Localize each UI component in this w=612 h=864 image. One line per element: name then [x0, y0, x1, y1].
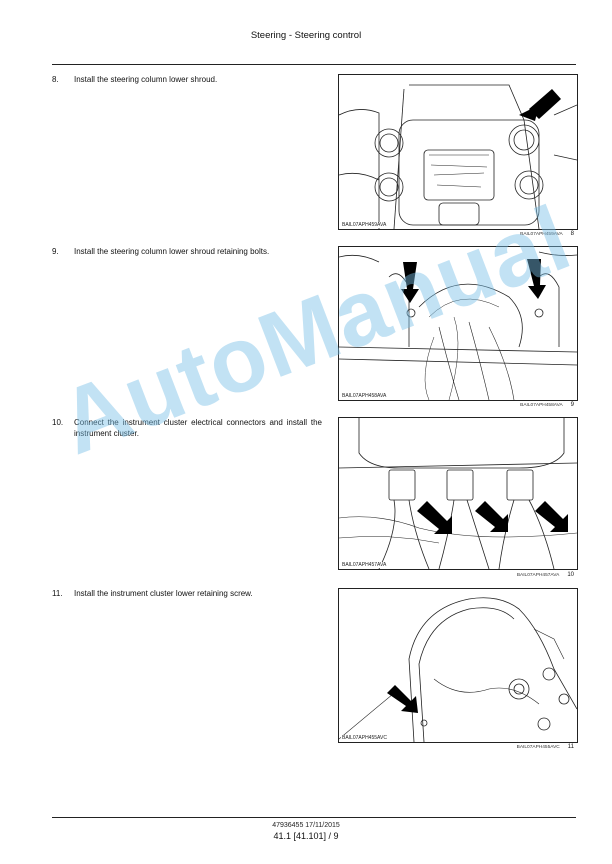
footer-rule — [52, 817, 576, 818]
figure-inner-code: BAIL07APH455AVC — [341, 735, 388, 741]
instrument-cluster-connectors-illustration — [339, 418, 577, 569]
figure-number: 10 — [567, 572, 574, 578]
step-text: Install the steering column lower shroud… — [74, 75, 218, 84]
figure-11-caption: BAIL07APH455AVC 11 — [517, 744, 574, 750]
figure-number: 9 — [570, 402, 574, 408]
figure-inner-code: BAIL07APH458AVA — [341, 393, 388, 399]
footer-page-number: 41.1 [41.101] / 9 — [273, 831, 339, 841]
figure-10: BAIL07APH457AVA — [338, 417, 578, 570]
step-number: 9. — [52, 247, 59, 256]
figure-8-caption: BAIL07APH459AVA 8 — [520, 231, 574, 237]
header-rule — [52, 64, 576, 65]
footer-doc-code: 47936455 17/11/2015 — [272, 822, 340, 829]
figure-inner-code: BAIL07APH457AVA — [341, 562, 388, 568]
step-text: Connect the instrument cluster electrica… — [74, 418, 322, 438]
step-text: Install the steering column lower shroud… — [74, 247, 270, 256]
figure-10-caption: BAIL07APH457AVA 10 — [517, 572, 574, 578]
step-11: 11. Install the instrument cluster lower… — [52, 588, 322, 599]
figure-code: BAIL07APH457AVA — [516, 573, 560, 578]
figure-code: BAIL07APH455AVC — [516, 745, 560, 750]
figure-number: 11 — [567, 744, 574, 750]
figure-11: BAIL07APH455AVC — [338, 588, 578, 743]
page-header-title: Steering - Steering control — [250, 30, 362, 41]
figure-number: 8 — [570, 231, 574, 237]
step-number: 10. — [52, 418, 64, 427]
steering-shroud-illustration — [339, 84, 577, 229]
step-number: 11. — [52, 589, 63, 598]
figure-9-caption: BAIL07APH458AVA 9 — [520, 402, 574, 408]
step-10: 10. Connect the instrument cluster elect… — [52, 417, 322, 439]
figure-inner-code: BAIL07APH459AVA — [341, 222, 388, 228]
figure-code: BAIL07APH459AVA — [520, 232, 563, 237]
figure-code: BAIL07APH458AVA — [520, 403, 563, 408]
shroud-bolts-illustration — [339, 251, 577, 400]
step-number: 8. — [52, 75, 59, 84]
cluster-screw-illustration — [339, 597, 577, 742]
step-9: 9. Install the steering column lower shr… — [52, 246, 322, 257]
step-8: 8. Install the steering column lower shr… — [52, 74, 322, 85]
step-text: Install the instrument cluster lower ret… — [74, 589, 253, 598]
figure-9: BAIL07APH458AVA — [338, 246, 578, 401]
figure-8: BAIL07APH459AVA — [338, 74, 578, 230]
